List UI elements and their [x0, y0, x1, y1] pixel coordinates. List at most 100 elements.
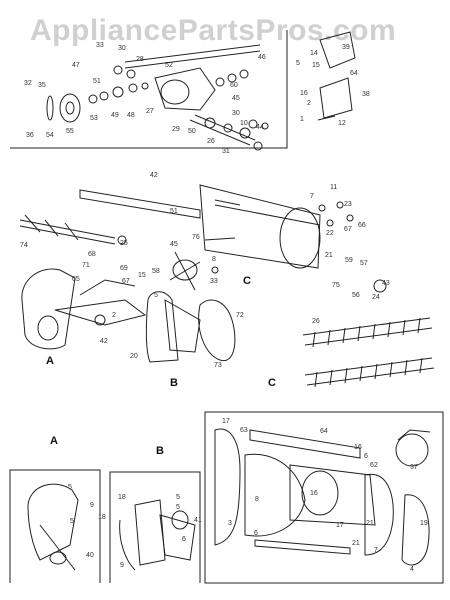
callout-4: 4: [410, 566, 414, 573]
callout-47: 47: [72, 62, 80, 69]
callout-2b: 2: [112, 312, 116, 319]
gearbox-inset-border: [10, 30, 288, 149]
callout-73: 73: [214, 362, 222, 369]
pulley: [373, 279, 387, 293]
callout-65: 65: [72, 276, 80, 283]
callout-5c: 5: [68, 484, 72, 491]
callout-41: 41: [194, 517, 202, 524]
callout-17: 17: [222, 418, 230, 425]
callout-74: 74: [20, 242, 28, 249]
callout-51: 51: [93, 78, 101, 85]
drive-belt: [198, 299, 236, 362]
drive-chains: [302, 317, 435, 388]
callout-42: 42: [150, 172, 158, 179]
callout-1: 1: [300, 116, 304, 123]
callout-71: 71: [82, 262, 90, 269]
callout-64: 64: [350, 70, 358, 77]
callout-50: 50: [188, 128, 196, 135]
callout-6b: 6: [254, 530, 258, 537]
auger-shaft: [19, 214, 127, 245]
callout-67: 67: [344, 226, 352, 233]
watermark: AppliancePartsPros.com: [30, 14, 397, 47]
callout-35: 35: [38, 82, 46, 89]
section-a-parts: [27, 483, 79, 571]
callout-72: 72: [236, 312, 244, 319]
callout-15b: 15: [138, 272, 146, 279]
callout-60: 60: [230, 82, 238, 89]
callout-23: 23: [344, 201, 352, 208]
callout-22: 22: [326, 230, 334, 237]
callout-52: 52: [165, 62, 173, 69]
auger-housing: [79, 184, 354, 269]
callout-10: 10: [240, 120, 248, 127]
callout-18: 18: [98, 514, 106, 521]
callout-56: 56: [352, 292, 360, 299]
callout-26: 26: [207, 138, 215, 145]
section-c-parts: [214, 428, 431, 566]
callout-53: 53: [90, 115, 98, 122]
callout-12: 12: [338, 120, 346, 127]
section-c-border: [204, 411, 444, 584]
callout-40: 40: [86, 552, 94, 559]
callout-29: 29: [172, 126, 180, 133]
callout-68: 68: [88, 251, 96, 258]
callout-38: 38: [362, 91, 370, 98]
callout-55: 55: [66, 128, 74, 135]
callout-6: 6: [364, 453, 368, 460]
callout-21: 21: [325, 252, 333, 259]
callout-51b: 51: [170, 208, 178, 215]
callout-25: 25: [120, 240, 128, 247]
callout-8b: 8: [255, 496, 259, 503]
callout-21b: 21: [366, 520, 374, 527]
callout-3: 3: [228, 520, 232, 527]
section-letter-b-detail: B: [156, 445, 164, 457]
callout-9: 9: [90, 502, 94, 509]
callout-57: 57: [360, 260, 368, 267]
callout-11: 11: [330, 184, 338, 191]
callout-5: 5: [296, 60, 300, 67]
callout-28: 28: [136, 56, 144, 63]
section-letter-a-detail: A: [50, 435, 58, 447]
callout-31: 31: [222, 148, 230, 155]
callout-64b: 64: [320, 428, 328, 435]
frame-linkage: [54, 279, 147, 326]
callout-39: 39: [342, 44, 350, 51]
callout-45b: 45: [170, 241, 178, 248]
callout-62: 62: [370, 462, 378, 469]
callout-16c: 16: [310, 490, 318, 497]
section-letter-c: C: [243, 275, 251, 287]
callout-24: 24: [372, 294, 380, 301]
callout-2: 2: [307, 100, 311, 107]
side-panel-b: [145, 291, 201, 363]
callout-5f: 5: [176, 504, 180, 511]
section-a-border: [9, 469, 101, 583]
callout-32: 32: [24, 80, 32, 87]
callout-66: 66: [358, 222, 366, 229]
impeller: [169, 237, 236, 291]
callout-26b: 26: [312, 318, 320, 325]
left-side-plate: [21, 268, 76, 350]
callout-44: 44: [256, 124, 264, 131]
callout-59: 59: [345, 257, 353, 264]
callout-21c: 21: [352, 540, 360, 547]
section-letter-a: A: [46, 355, 54, 367]
callout-30: 30: [118, 45, 126, 52]
callout-5e: 5: [176, 494, 180, 501]
callout-76: 76: [192, 234, 200, 241]
callout-18b: 18: [118, 494, 126, 501]
callout-5d: 5: [70, 518, 74, 525]
callout-75: 75: [332, 282, 340, 289]
section-b-border: [109, 471, 201, 583]
callout-46: 46: [258, 54, 266, 61]
callout-33: 33: [96, 42, 104, 49]
callout-42b: 42: [100, 338, 108, 345]
callout-69: 69: [120, 265, 128, 272]
callout-7b: 7: [374, 547, 378, 554]
callout-16b: 16: [354, 444, 362, 451]
callout-48: 48: [127, 112, 135, 119]
callout-45: 45: [232, 95, 240, 102]
callout-58: 58: [152, 268, 160, 275]
chute-bracket: [317, 31, 356, 121]
callout-19: 19: [420, 520, 428, 527]
